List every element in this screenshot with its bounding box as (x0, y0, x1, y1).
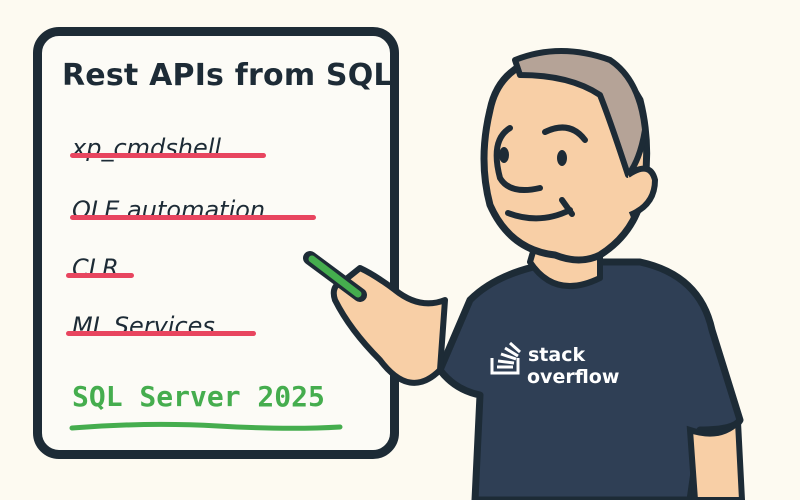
green-underline (69, 421, 343, 431)
highlight-sql-server-2025: SQL Server 2025 (72, 380, 325, 413)
eye (499, 147, 509, 163)
board-title: Rest APIs from SQL (62, 58, 393, 93)
strike-line (66, 273, 134, 278)
strike-line (70, 215, 316, 220)
green-marker (308, 255, 362, 298)
whiteboard: Rest APIs from SQL xp_cmdshell OLE autom… (33, 27, 399, 459)
stack-overflow-logo-icon (490, 341, 522, 375)
hair (512, 48, 648, 178)
shirt-logo-line1: stack (528, 344, 585, 366)
eye (557, 150, 567, 166)
strike-line (66, 331, 256, 336)
strike-line (70, 153, 266, 158)
shirt (436, 258, 744, 500)
shirt-logo-line2: overflow (527, 366, 619, 388)
